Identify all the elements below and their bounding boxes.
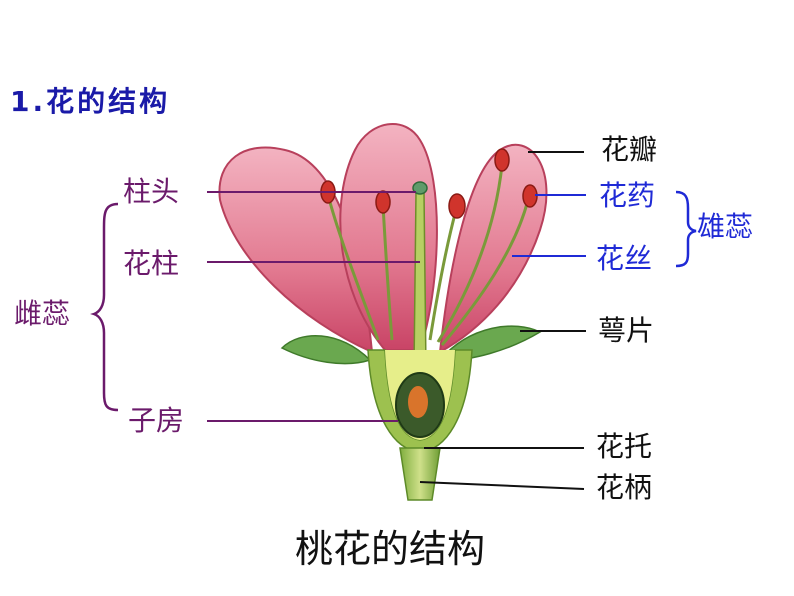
pistil-leader-lines xyxy=(207,191,420,422)
label-stigma: 柱头 xyxy=(123,175,180,208)
ovule xyxy=(408,386,428,418)
label-filament: 花丝 xyxy=(596,242,653,275)
label-receptacle: 花托 xyxy=(596,430,653,463)
section-heading: 1.花的结构 xyxy=(10,85,171,118)
pistil-style xyxy=(413,191,427,371)
label-pistil: 雌蕊 xyxy=(14,297,71,330)
label-anther: 花药 xyxy=(599,179,656,212)
center-petal xyxy=(339,123,438,351)
pedicel xyxy=(399,447,441,501)
stamen-filaments xyxy=(326,164,530,346)
label-stamen: 雄蕊 xyxy=(697,210,754,243)
diagram-caption: 桃花的结构 xyxy=(295,527,486,571)
label-petal: 花瓣 xyxy=(601,133,658,166)
other-leader-lines xyxy=(419,151,586,490)
label-pedicel: 花柄 xyxy=(596,471,653,504)
label-sepal: 萼片 xyxy=(598,314,655,347)
stamen-leader-lines xyxy=(512,194,586,257)
right-petal xyxy=(438,143,548,354)
stamen-bracket xyxy=(675,190,697,268)
left-sepal xyxy=(280,334,372,365)
pistil-bracket xyxy=(90,202,119,412)
label-ovary: 子房 xyxy=(128,404,185,437)
pistil-stigma xyxy=(412,181,428,195)
label-style: 花柱 xyxy=(123,247,180,280)
